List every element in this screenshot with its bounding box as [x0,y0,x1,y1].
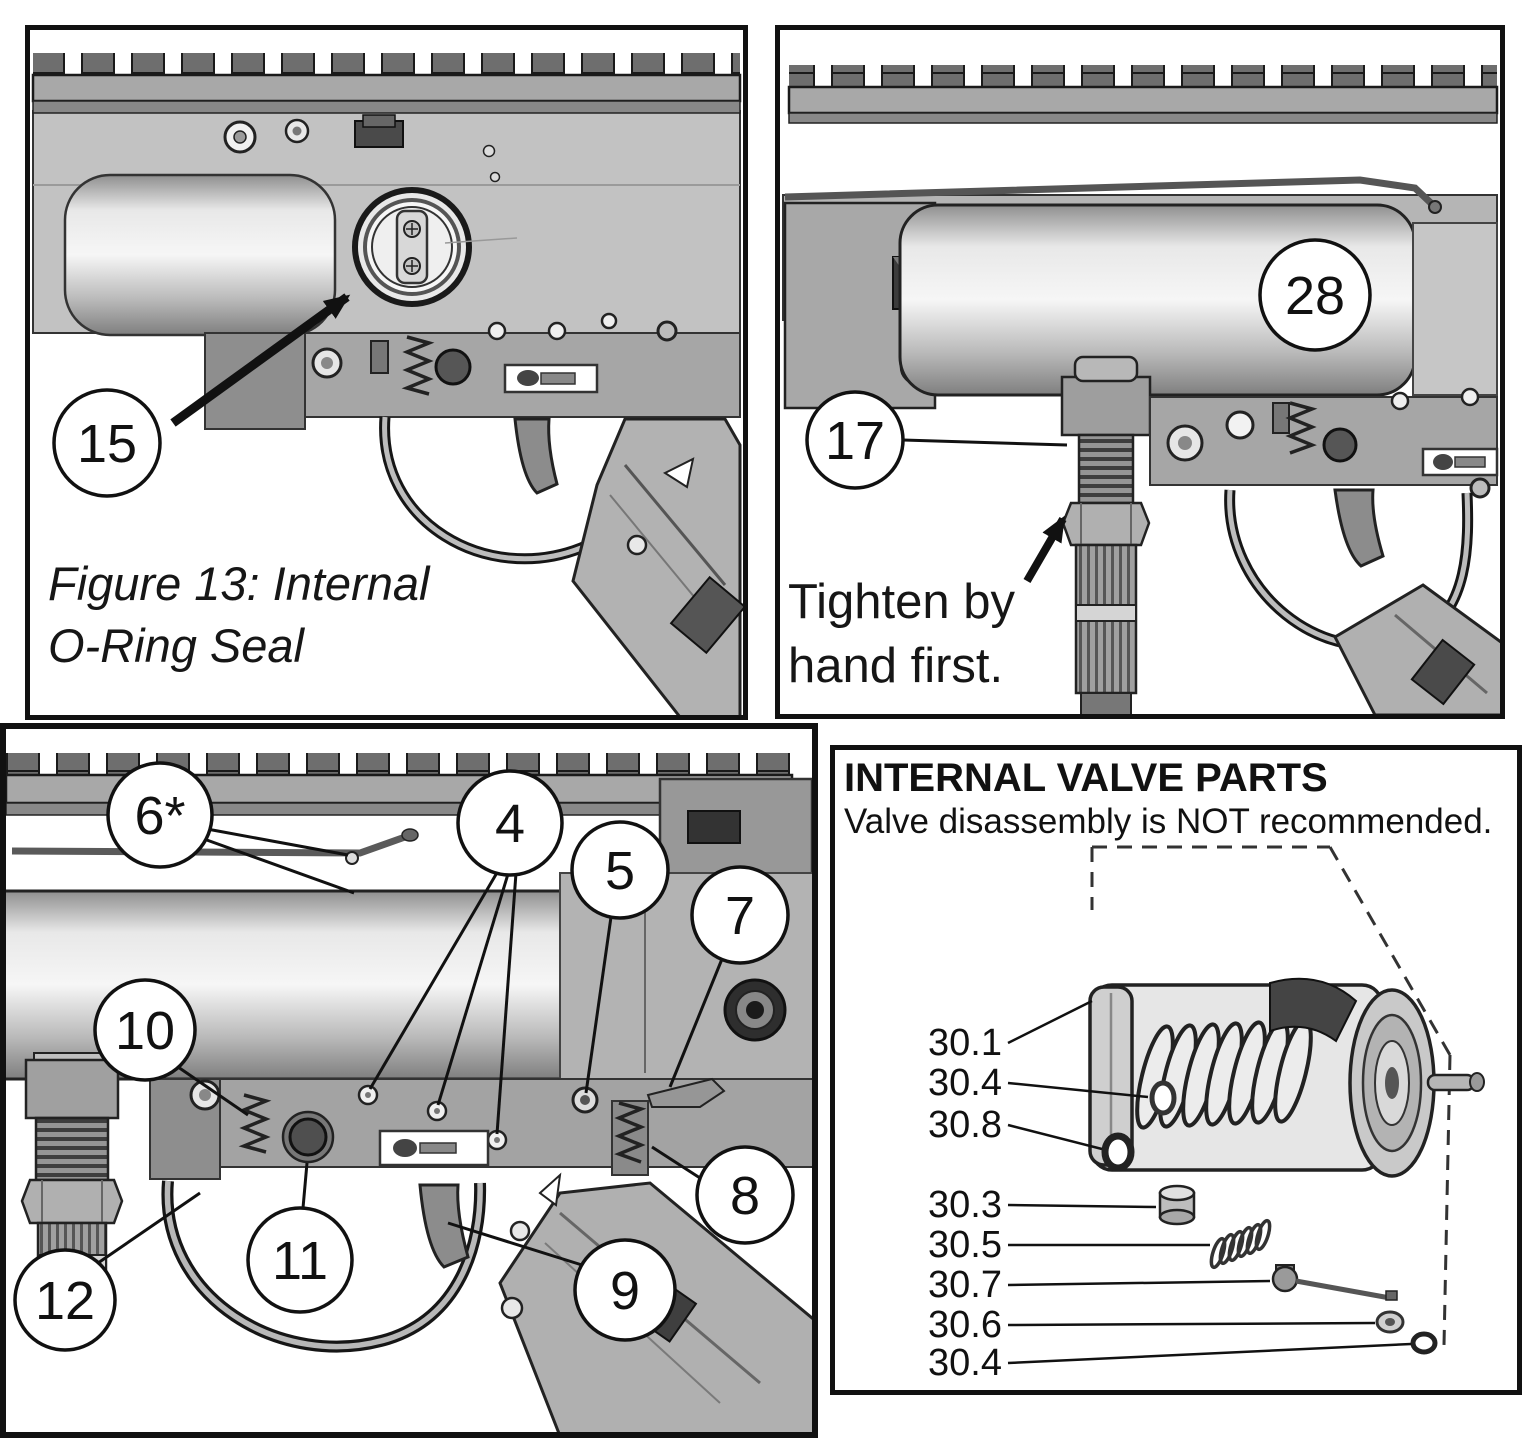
part-label-30-6: 30.6 [928,1304,1376,1346]
callout-9-label: 9 [610,1261,640,1321]
callout-11-label: 11 [272,1231,328,1291]
callout-12: 12 [13,1191,201,1352]
callout-6: 6* [106,761,355,895]
small-spring-icon [1209,1218,1272,1270]
valve-subtitle: Valve disassembly is NOT recommended. [844,802,1492,841]
callout-28: 28 [1258,238,1372,352]
panel-figure13: 15 Figure 13: Internal O-Ring Seal [25,25,748,720]
trigger-blade [513,417,559,495]
panel-fill-assembly: 28 17 Tighten by hand first. [775,25,1505,719]
cocking-rod [784,176,1442,214]
valve-spring-icon [1135,1018,1313,1130]
valve-assembly-drawing [1088,977,1485,1178]
picatinny-rail-icon [787,65,1499,124]
callout-6-label: 6* [134,786,185,846]
callout-12-label: 12 [35,1271,95,1331]
svg-text:30.8: 30.8 [928,1104,1002,1146]
o-ring-icon [1149,1080,1177,1116]
part-label-30-8: 30.8 [928,1104,1103,1151]
panel-valve-parts: INTERNAL VALVE PARTS Valve disassembly i… [830,745,1522,1395]
trigger-guard [161,1180,487,1353]
part-label-30-4-top: 30.4 [928,1062,1149,1104]
fill-assembly [1060,355,1152,716]
trigger-blade [1333,488,1385,568]
callout-28-label: 28 [1285,266,1345,326]
trigger-group [204,312,741,430]
valve-seat-plug [1158,1184,1196,1226]
part-label-30-4-bottom: 30.4 [928,1342,1412,1384]
safety-button [288,1117,328,1157]
dashed-boundary [1090,845,1452,1346]
trigger-group [1149,387,1499,499]
callout-7: 7 [668,865,790,1088]
hex-nut-icon [20,1178,124,1225]
washer-icon [1375,1310,1405,1334]
callout-15: 15 [52,388,162,498]
svg-text:30.7: 30.7 [928,1264,1002,1306]
part-label-30-5: 30.5 [928,1224,1210,1266]
panel-trigger-parts: 6* 4 5 7 10 [0,723,818,1438]
panel-border [830,745,1522,1395]
svg-text:30.4: 30.4 [928,1342,1002,1384]
o-ring-seal-detail [352,187,518,307]
trigger-spring-icon [238,1093,272,1154]
tighten-note-arrow [1023,515,1067,584]
callout-4-label: 4 [495,794,525,854]
receiver-drawing-fill [782,65,1505,717]
svg-text:30.4: 30.4 [928,1062,1002,1104]
spring-icon [401,335,435,396]
hex-nut-icon [1061,501,1151,547]
o-ring-icon [1410,1331,1438,1355]
grip-frame [1333,583,1505,717]
callout-17-leader [902,438,1068,447]
spring-icon [1285,401,1318,455]
callout-8: 8 [651,1145,795,1245]
receiver-drawing-figure13 [31,53,747,719]
callout-5: 5 [570,820,670,1094]
air-cylinder [0,889,647,1081]
air-tube [63,173,337,337]
callout-9: 9 [447,1221,677,1342]
hammer-spring-icon [614,1101,647,1164]
svg-text:30.6: 30.6 [928,1304,1002,1346]
part-label-30-7: 30.7 [928,1264,1271,1306]
callout-11: 11 [246,1162,354,1314]
valve-small-parts [1101,1080,1438,1355]
callout-10-label: 10 [115,1001,175,1061]
callout-10: 10 [93,978,249,1117]
panel-border [25,25,748,720]
callout-7-label: 7 [725,886,755,946]
callout-8-label: 8 [730,1166,760,1226]
valve-title: INTERNAL VALVE PARTS [844,756,1328,800]
receiver-drawing-parts [0,753,818,1438]
part-label-30-3: 30.3 [928,1184,1157,1226]
callout-15-arrow [170,293,351,427]
figure13-caption-line2: O-Ring Seal [48,619,306,672]
svg-text:30.3: 30.3 [928,1184,1002,1226]
grip-frame [571,417,747,719]
callout-17: 17 [805,390,905,490]
callout-17-label: 17 [825,411,885,471]
threaded-section [1077,433,1135,505]
trigger-group [149,1077,815,1180]
set-screw-icon [345,851,359,865]
panel-border [775,25,1505,719]
tighten-note-line1: Tighten by [788,575,1015,629]
callout-15-label: 15 [77,414,137,474]
part-label-30-1: 30.1 [928,999,1093,1064]
svg-text:30.1: 30.1 [928,1022,1002,1064]
trigger-blade [418,1183,470,1269]
valve-stem [1271,1264,1398,1301]
panel-border [0,723,818,1438]
svg-text:30.5: 30.5 [928,1224,1002,1266]
picatinny-rail-icon [31,53,742,114]
o-ring-icon [1101,1132,1135,1172]
figure13-caption-line1: Figure 13: Internal [48,557,431,610]
callout-5-label: 5 [605,841,635,901]
callout-4: 4 [368,769,564,1135]
tighten-note-line2: hand first. [788,639,1003,693]
